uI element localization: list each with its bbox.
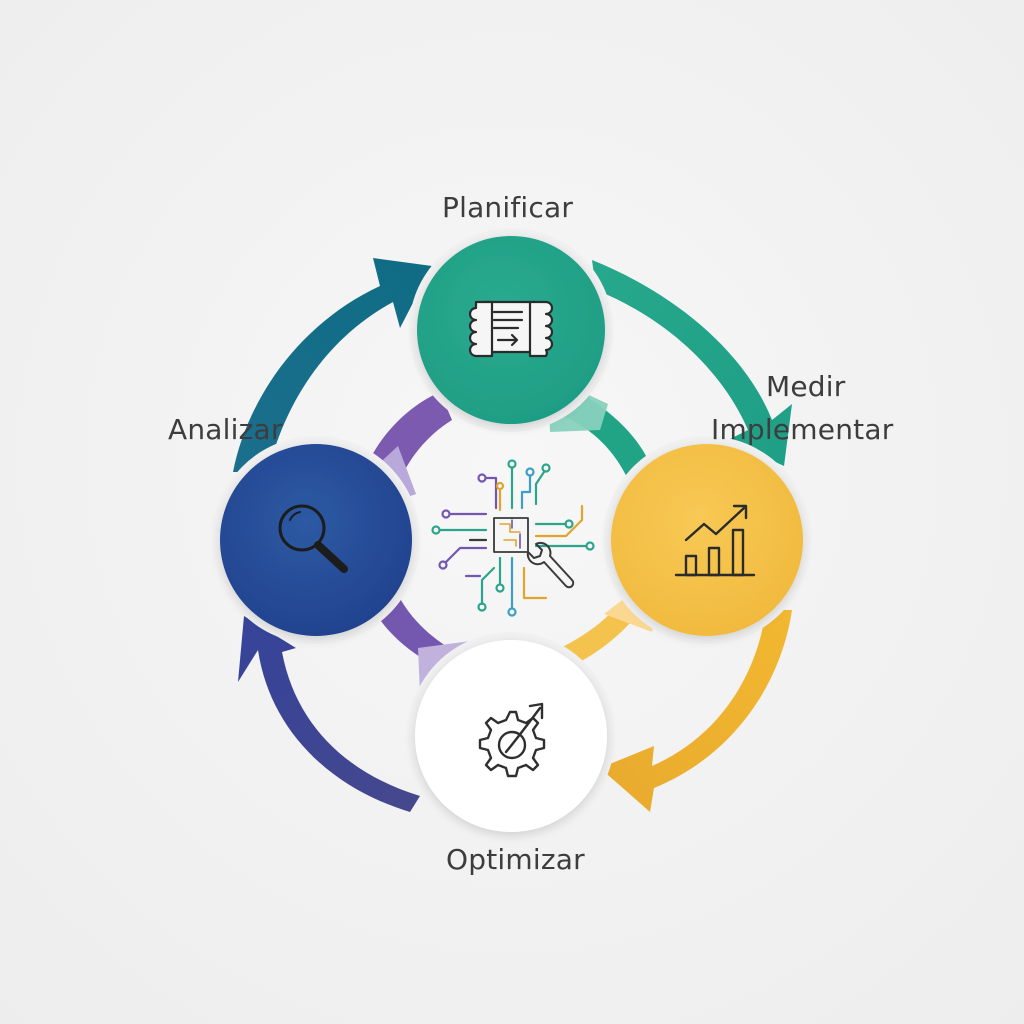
outer-arrow-implementar-to-optimizar <box>600 610 792 812</box>
stage-circle-implementar <box>603 436 811 644</box>
stage-label-medir: Medir <box>766 370 846 403</box>
blueprint-scroll-icon <box>468 300 554 358</box>
growth-bar-chart-icon <box>674 504 756 577</box>
stage-label-planificar: Planificar <box>442 191 574 224</box>
outer-arrow-optimizar-to-analizar <box>238 616 420 812</box>
stage-circle-optimizar <box>407 632 615 840</box>
outer-arrow-analizar-to-planificar <box>233 258 432 472</box>
stage-label-analizar: Analizar <box>168 413 283 446</box>
stage-circle-analizar <box>212 436 420 644</box>
stage-circle-planificar <box>409 228 613 432</box>
circuit-wrench-icon <box>431 459 595 617</box>
outer-arrow-planificar-to-implementar <box>592 260 792 466</box>
magnifier-icon <box>278 504 348 573</box>
gear-arrow-icon <box>478 702 546 778</box>
stage-label-optimizar: Optimizar <box>446 843 585 876</box>
stage-label-implementar: Implementar <box>711 413 894 446</box>
